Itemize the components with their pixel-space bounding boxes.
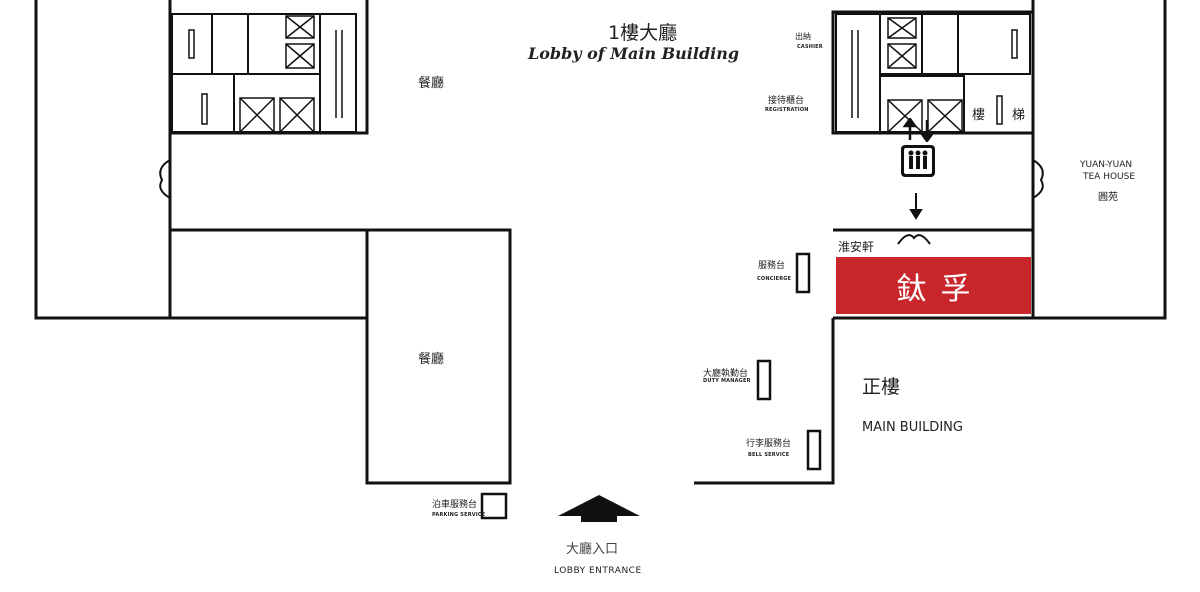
left-core-room <box>211 13 249 75</box>
teahouse-label-cn: 圓苑 <box>1098 192 1118 203</box>
duty-manager-counter <box>756 359 772 401</box>
left-core-room <box>233 73 321 133</box>
left-upper-block <box>170 0 369 135</box>
left-core-slot <box>188 29 195 59</box>
right-wing <box>1031 0 1167 320</box>
left-core-slot <box>201 93 208 125</box>
door-huaian <box>897 234 931 245</box>
map-title-cn: 1樓大廳 <box>608 22 678 44</box>
up-down-arrows-icon <box>902 118 935 142</box>
main-building-label-en: MAIN BUILDING <box>862 420 963 435</box>
bell-service-counter <box>806 429 822 471</box>
cashier-label-en: CASHIER <box>797 44 823 50</box>
right-upper-core <box>831 10 1035 135</box>
concierge-label-en: CONCIERGE <box>757 276 792 282</box>
registration-label-cn: 接待櫃台 <box>768 96 805 106</box>
elevator-shaft-right <box>887 17 963 133</box>
map-title-en: Lobby of Main Building <box>528 44 740 63</box>
highlight-label: 鈦孚 <box>896 271 985 307</box>
left-wing-outline <box>34 0 367 320</box>
elevator-icon <box>901 145 935 177</box>
main-building-label-cn: 正樓 <box>862 376 901 398</box>
main-building-wall-left <box>694 318 835 485</box>
duty-manager-label-cn: 大廳執勤台 <box>703 369 749 379</box>
teahouse-label-en-2: TEA HOUSE <box>1083 172 1136 182</box>
highlight-box[interactable]: 鈦孚 <box>836 257 1031 314</box>
door-left <box>159 159 171 199</box>
down-arrow-icon <box>909 193 923 220</box>
dining-room-lower-label: 餐廳 <box>418 352 445 367</box>
stairs-label-1: 樓 <box>972 108 986 123</box>
entrance-arrow-icon <box>581 516 617 522</box>
huaian-label: 淮安軒 <box>838 240 875 254</box>
elevator-shaft-left <box>239 15 315 133</box>
bell-service-label-cn: 行李服務台 <box>746 439 792 449</box>
concierge-counter <box>795 252 811 294</box>
door-right <box>1032 159 1044 199</box>
entrance-arrow-icon <box>558 495 640 516</box>
parking-label-cn: 泊車服務台 <box>432 500 478 510</box>
registration-label-en: REGISTRATION <box>765 107 809 113</box>
teahouse-label-en-1: YUAN-YUAN <box>1080 160 1133 170</box>
left-core-room <box>171 13 213 75</box>
dining-room-upper-label: 餐廳 <box>418 76 445 91</box>
left-core-shaft <box>319 13 357 133</box>
parking-label-en: PARKING SERVICE <box>432 512 486 518</box>
stairs-label-2: 梯 <box>1012 108 1026 123</box>
cashier-label-cn: 出納 <box>795 32 811 41</box>
concierge-label-cn: 服務台 <box>758 261 786 271</box>
entrance-label-cn: 大廳入口 <box>566 542 619 557</box>
left-dining-lower-block <box>365 228 512 485</box>
duty-manager-label-en: DUTY MANAGER <box>703 378 751 384</box>
bell-service-label-en: BELL SERVICE <box>748 452 790 458</box>
entrance-label-en: LOBBY ENTRANCE <box>554 566 642 576</box>
parking-counter <box>480 492 508 520</box>
